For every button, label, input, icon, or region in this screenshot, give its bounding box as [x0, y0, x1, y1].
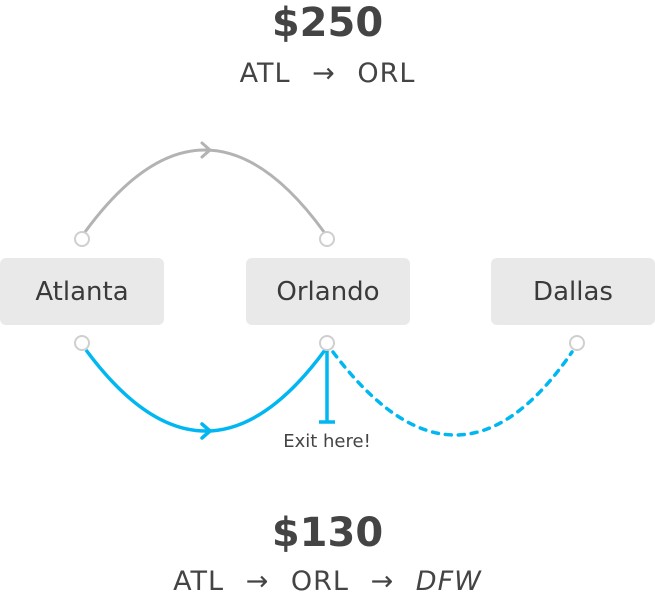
- direct-flight-arc: [83, 148, 326, 233]
- hidden-city-arc: [84, 348, 327, 433]
- arrow-icon: →: [312, 58, 336, 89]
- arrow-icon: →: [245, 566, 270, 597]
- exit-label: Exit here!: [283, 431, 371, 452]
- node-ports: [74, 231, 585, 351]
- city-atlanta: Atlanta: [0, 258, 164, 325]
- route-code: DFW: [415, 566, 482, 597]
- arrow-icon: →: [370, 566, 395, 597]
- route-code: ATL: [239, 58, 291, 89]
- top-price: $250: [271, 0, 384, 46]
- route-code: ORL: [290, 566, 349, 597]
- route-code: ORL: [357, 58, 416, 89]
- bottom-price: $130: [271, 510, 384, 556]
- city-dallas: Dallas: [491, 258, 655, 325]
- city-orlando: Orlando: [246, 258, 410, 325]
- top-route: ATL → ORL: [0, 58, 655, 89]
- route-code: ATL: [173, 566, 225, 597]
- arrow-head-icon: [200, 422, 213, 440]
- skipped-leg-arc: [331, 350, 574, 437]
- bottom-route: ATL → ORL → DFW: [0, 566, 655, 597]
- arrow-head-icon: [200, 141, 213, 159]
